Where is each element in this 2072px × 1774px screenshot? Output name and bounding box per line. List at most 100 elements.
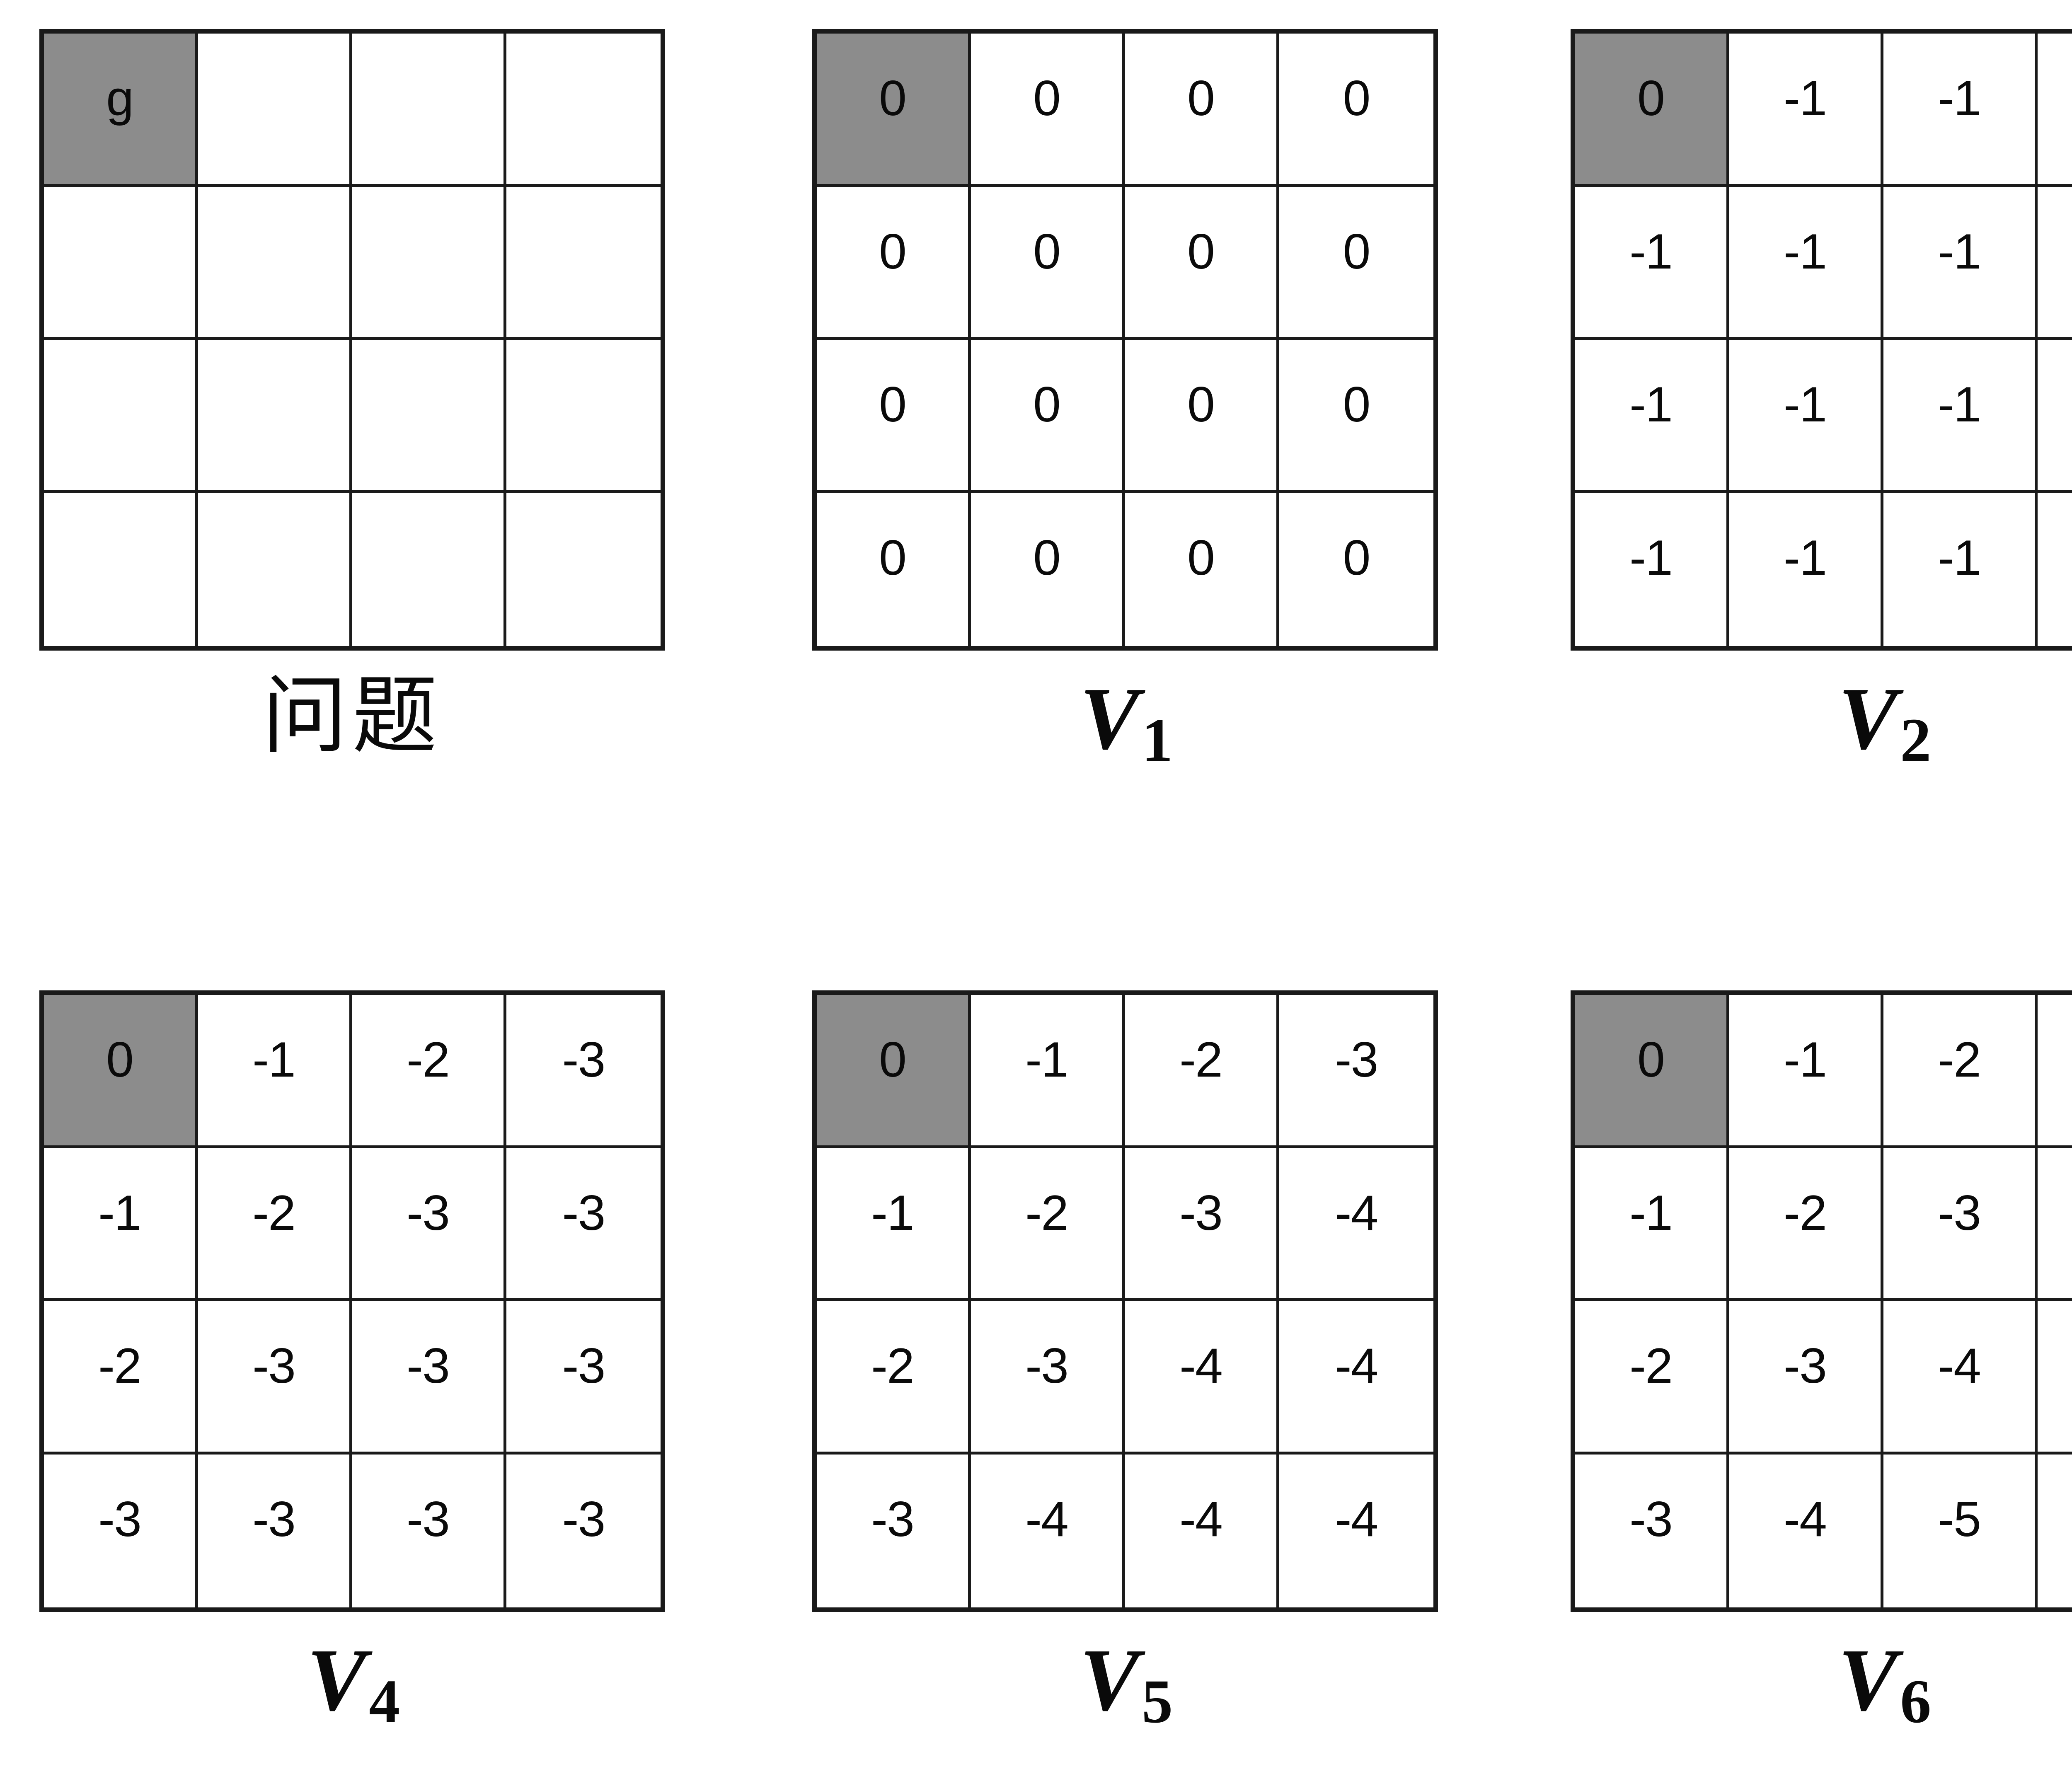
grid-cell[interactable]: 0 (817, 493, 971, 646)
grid-cell[interactable]: -2 (352, 995, 506, 1148)
grid-cell[interactable]: -1 (817, 1148, 971, 1301)
grid-cell[interactable]: -3 (352, 1301, 506, 1455)
grid-cell[interactable]: -5 (2038, 1454, 2072, 1607)
grid-cell[interactable]: -3 (2038, 995, 2072, 1148)
grid-cell[interactable]: 0 (971, 493, 1125, 646)
grid-cell[interactable]: -4 (1279, 1454, 1433, 1607)
grid-cell[interactable]: -5 (2038, 1301, 2072, 1455)
grid-cell[interactable]: 0 (1575, 34, 1729, 187)
grid-cell[interactable]: -3 (971, 1301, 1125, 1455)
grid-cell[interactable]: -3 (352, 1148, 506, 1301)
grid-cell[interactable] (352, 493, 506, 646)
grid-cell[interactable]: -3 (198, 1301, 352, 1455)
grid-cell[interactable]: -2 (198, 1148, 352, 1301)
grid-cell[interactable]: -3 (198, 1454, 352, 1607)
grid-cell[interactable]: -1 (1575, 186, 1729, 340)
grid-cell[interactable]: -1 (1729, 34, 1883, 187)
grid-cell[interactable]: 0 (1279, 340, 1433, 493)
grid-cell[interactable] (44, 340, 198, 493)
grid-cell[interactable]: -1 (44, 1148, 198, 1301)
grid-cell[interactable]: -3 (44, 1454, 198, 1607)
grid-cell[interactable]: -1 (1729, 995, 1883, 1148)
grid-cell[interactable]: -2 (1729, 1148, 1883, 1301)
grid-cell[interactable]: -3 (506, 1454, 661, 1607)
caption-symbol: V (1838, 669, 1898, 768)
grid-cell[interactable]: 0 (1575, 995, 1729, 1148)
grid-cell[interactable]: 0 (1279, 34, 1433, 187)
grid-cell[interactable]: -4 (1729, 1454, 1883, 1607)
grid-cell[interactable] (198, 340, 352, 493)
grid-cell[interactable]: -4 (1883, 1301, 2038, 1455)
grid-cell[interactable]: -1 (1575, 1148, 1729, 1301)
grid-cell[interactable]: 0 (1125, 493, 1279, 646)
grid-cell[interactable]: 0 (44, 995, 198, 1148)
grid-cell[interactable] (506, 493, 661, 646)
grid-cell[interactable]: -1 (1575, 340, 1729, 493)
grid-cell[interactable]: -1 (2038, 186, 2072, 340)
grid-cell[interactable] (352, 34, 506, 187)
grid-cell[interactable]: -4 (1279, 1148, 1433, 1301)
grid-cell[interactable]: -1 (1729, 186, 1883, 340)
grid-cell[interactable]: -1 (1575, 493, 1729, 646)
grid-cell[interactable]: 0 (817, 995, 971, 1148)
grid-cell[interactable] (506, 34, 661, 187)
grid-cell[interactable] (506, 186, 661, 340)
grid-cell[interactable] (352, 186, 506, 340)
grid-cell[interactable]: -3 (506, 1301, 661, 1455)
grid-cell[interactable]: -2 (44, 1301, 198, 1455)
grid-cell[interactable]: -3 (1279, 995, 1433, 1148)
grid-cell[interactable]: -1 (1883, 493, 2038, 646)
caption-symbol: V (1080, 1630, 1140, 1729)
grid-cell[interactable]: -4 (1125, 1301, 1279, 1455)
grid-cell[interactable]: -4 (1125, 1454, 1279, 1607)
grid-cell[interactable] (198, 493, 352, 646)
grid-cell[interactable]: -1 (2038, 340, 2072, 493)
grid-cell[interactable]: -5 (1883, 1454, 2038, 1607)
grid-cell[interactable]: -2 (1125, 995, 1279, 1148)
grid-cell[interactable]: 0 (971, 186, 1125, 340)
grid-cell[interactable]: g (44, 34, 198, 187)
grid-cell[interactable]: -1 (198, 995, 352, 1148)
grid-cell[interactable] (352, 340, 506, 493)
grid-cell[interactable]: 0 (1125, 340, 1279, 493)
grid-cell[interactable]: -3 (506, 995, 661, 1148)
caption-subscript: 2 (1900, 706, 1932, 775)
grid-cell[interactable]: -1 (1883, 340, 2038, 493)
grid-cell[interactable]: 0 (1279, 493, 1433, 646)
grid-cell[interactable] (198, 34, 352, 187)
grid-cell[interactable]: -4 (1279, 1301, 1433, 1455)
grid-cell[interactable]: 0 (1279, 186, 1433, 340)
grid-cell[interactable]: -1 (1729, 340, 1883, 493)
grid-cell[interactable]: -2 (971, 1148, 1125, 1301)
grid-cell[interactable]: -1 (1883, 186, 2038, 340)
grid-cell[interactable]: -1 (971, 995, 1125, 1148)
grid-cell[interactable]: 0 (971, 340, 1125, 493)
grid-cell[interactable] (44, 493, 198, 646)
grid-cell[interactable]: 0 (817, 340, 971, 493)
grid-cell[interactable]: -2 (1575, 1301, 1729, 1455)
grid-cell[interactable]: -1 (1729, 493, 1883, 646)
grid-cell[interactable]: -3 (1125, 1148, 1279, 1301)
grid-cell[interactable]: 0 (817, 34, 971, 187)
grid-cell[interactable]: -1 (2038, 34, 2072, 187)
grid-cell[interactable] (506, 340, 661, 493)
grid-cell[interactable]: -3 (1883, 1148, 2038, 1301)
grid-cell[interactable] (198, 186, 352, 340)
grid-cell[interactable]: -2 (1883, 995, 2038, 1148)
grid-cell[interactable]: 0 (1125, 34, 1279, 187)
grid-cell[interactable] (44, 186, 198, 340)
grid-cell[interactable]: -3 (817, 1454, 971, 1607)
grid-cell[interactable]: -4 (971, 1454, 1125, 1607)
grid-cell[interactable]: -1 (2038, 493, 2072, 646)
grid-cell[interactable]: -3 (1575, 1454, 1729, 1607)
grid-cell[interactable]: -2 (817, 1301, 971, 1455)
grid-cell[interactable]: 0 (1125, 186, 1279, 340)
grid-cell[interactable]: -4 (2038, 1148, 2072, 1301)
grid-cell[interactable]: 0 (817, 186, 971, 340)
grid-cell[interactable]: -3 (352, 1454, 506, 1607)
grid-cell[interactable]: -1 (1883, 34, 2038, 187)
grid-panel-problem: g (39, 29, 665, 651)
grid-cell[interactable]: -3 (1729, 1301, 1883, 1455)
grid-cell[interactable]: 0 (971, 34, 1125, 187)
grid-cell[interactable]: -3 (506, 1148, 661, 1301)
